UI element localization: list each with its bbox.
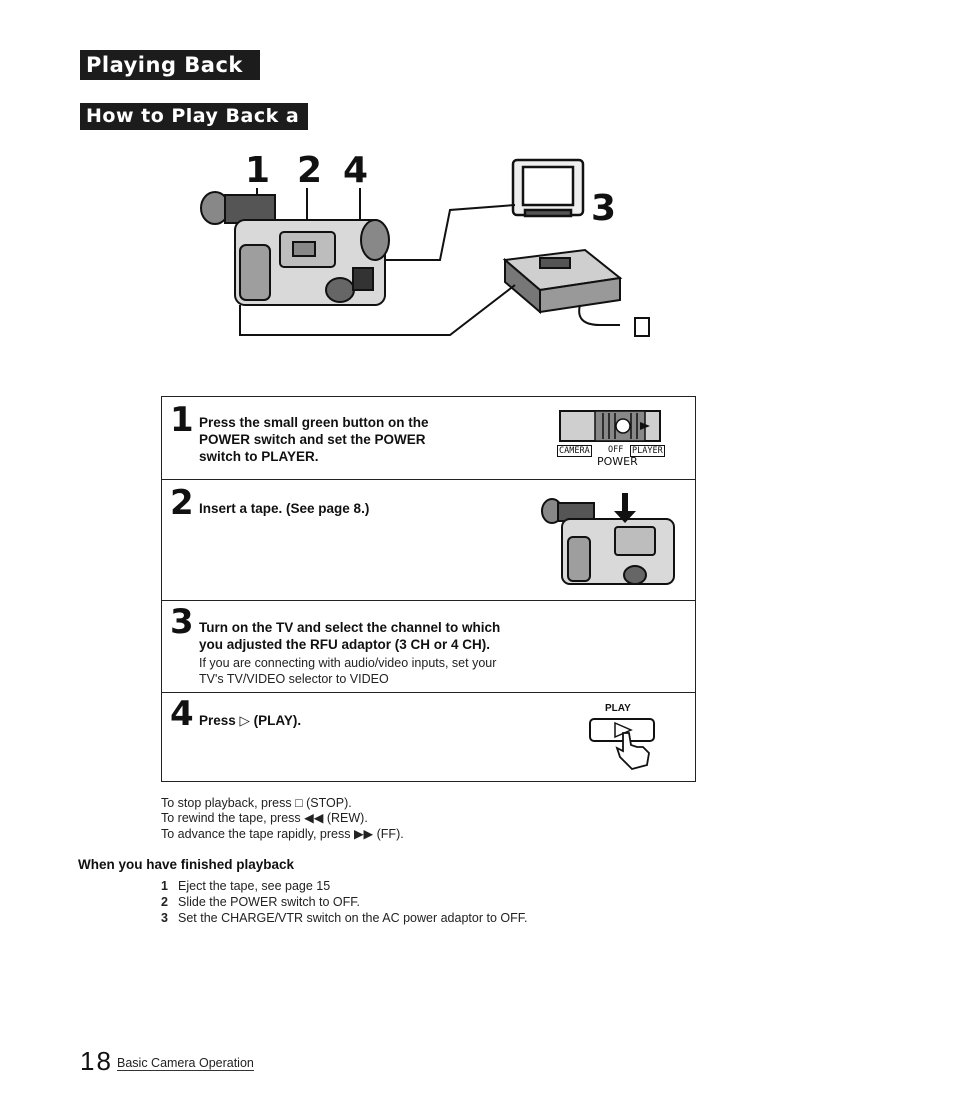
connection-diagram bbox=[200, 158, 650, 337]
step-2-number: 2 bbox=[170, 483, 194, 523]
dc-cable bbox=[239, 284, 516, 336]
finish-heading: When you have finished playback bbox=[78, 857, 295, 872]
power-label: POWER bbox=[597, 455, 638, 468]
callout-1: 1 bbox=[245, 150, 271, 191]
note-fast-forward: To advance the tape rapidly, press ▶▶ (F… bbox=[161, 827, 404, 841]
step-1-text: Press the small green button on the POWE… bbox=[199, 415, 429, 464]
step-2-text: Insert a tape. (See page 8.) bbox=[199, 501, 370, 516]
section-banner: Playing Back a Tape bbox=[80, 50, 260, 80]
power-cord bbox=[578, 304, 620, 326]
green-button-icon bbox=[615, 418, 631, 434]
callout-2: 2 bbox=[297, 150, 323, 191]
switch-label-player: PLAYER bbox=[630, 445, 665, 457]
switch-label-off: OFF bbox=[608, 445, 624, 455]
step-divider bbox=[162, 479, 695, 480]
step-4-text: Press ▷ (PLAY). bbox=[199, 713, 302, 728]
callout-3: 3 bbox=[591, 188, 617, 229]
step-3-text: Turn on the TV and select the channel to… bbox=[199, 620, 501, 652]
step-3-number: 3 bbox=[170, 602, 194, 642]
steps-box: 1 Press the small green button on the PO… bbox=[161, 396, 696, 782]
tv-illustration bbox=[511, 158, 585, 218]
play-button-label: PLAY bbox=[605, 703, 631, 714]
step-divider bbox=[162, 692, 695, 693]
page-number: 18 bbox=[80, 1046, 113, 1076]
wall-plug bbox=[634, 317, 650, 337]
step-divider bbox=[162, 600, 695, 601]
tape-arrow-shaft bbox=[622, 493, 628, 517]
camcorder-illustration bbox=[200, 191, 390, 306]
arrow-down-icon bbox=[614, 511, 636, 523]
step-4-number: 4 bbox=[170, 694, 194, 734]
topic-banner: How to Play Back a Tape bbox=[80, 103, 308, 130]
play-button-illustration bbox=[589, 718, 655, 771]
callout-4: 4 bbox=[343, 150, 369, 191]
ac-adaptor-illustration bbox=[502, 248, 623, 315]
footer-section-name: Basic Camera Operation bbox=[117, 1056, 254, 1071]
rf-cable bbox=[385, 204, 516, 261]
step-1-number: 1 bbox=[170, 400, 194, 440]
pressing-finger-icon bbox=[615, 732, 650, 771]
step-3-subtext: If you are connecting with audio/video i… bbox=[199, 656, 497, 686]
note-stop: To stop playback, press □ (STOP). bbox=[161, 796, 352, 810]
arrow-right-icon bbox=[640, 422, 650, 430]
power-switch-illustration bbox=[559, 410, 661, 442]
switch-label-camera: CAMERA bbox=[557, 445, 592, 457]
note-rewind: To rewind the tape, press ◀◀ (REW). bbox=[161, 811, 368, 825]
insert-tape-illustration bbox=[541, 493, 675, 585]
